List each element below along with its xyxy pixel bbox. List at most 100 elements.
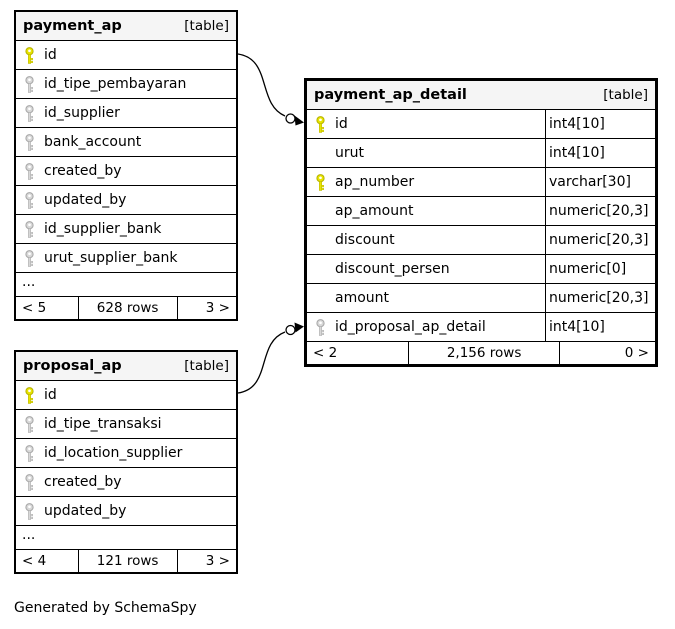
column-type: numeric[20,3] [545, 226, 655, 254]
foreign-key-icon [16, 415, 35, 433]
column-name: ap_number [335, 174, 415, 190]
column-list: id id_tipe_pembayaran id_supplier bank_acco… [16, 40, 236, 272]
footer-row-count: 628 rows [77, 297, 177, 319]
foreign-key-icon [16, 104, 35, 122]
column-name-cell: id [307, 110, 545, 138]
column-name: urut [335, 145, 364, 161]
column-row-id_location_supplier: id_location_supplier [16, 438, 236, 467]
footer-left-count: < 5 [22, 300, 47, 316]
table-type-tag: [table] [603, 87, 648, 103]
arrowhead-icon [294, 115, 304, 126]
foreign-key-icon [16, 191, 35, 209]
table-header-payment_ap[interactable]: payment_ap [table] [16, 12, 236, 40]
column-name: id_tipe_pembayaran [44, 76, 187, 92]
column-name-cell: discount [307, 226, 545, 254]
column-name: id_supplier [44, 105, 120, 121]
foreign-key-icon [16, 444, 35, 462]
key-glyph [25, 249, 34, 267]
column-name: id [44, 387, 57, 403]
generator-caption: Generated by SchemaSpy [14, 600, 197, 616]
primary-key-icon [307, 115, 326, 133]
column-row-bank_account: bank_account [16, 127, 236, 156]
table-name: payment_ap [23, 18, 122, 34]
column-row-urut: urut int4[10] [307, 138, 655, 167]
column-row-created_by: created_by [16, 156, 236, 185]
key-glyph [25, 104, 34, 122]
column-name-cell: id [16, 41, 236, 69]
foreign-key-icon [16, 220, 35, 238]
column-name-cell: bank_account [16, 128, 236, 156]
key-glyph [25, 473, 34, 491]
ellipsis-row: ... [16, 272, 236, 296]
key-glyph [25, 415, 34, 433]
foreign-key-icon [307, 318, 326, 336]
column-name-cell: created_by [16, 468, 236, 496]
footer-left-count: < 4 [22, 553, 47, 569]
column-name-cell: id_location_supplier [16, 439, 236, 467]
table-footer: < 5 628 rows 3 > [16, 296, 236, 319]
foreign-key-icon [16, 162, 35, 180]
footer-right-count: 3 > [176, 297, 236, 319]
footer-row-count: 2,156 rows [407, 342, 559, 364]
column-name-cell: id_supplier [16, 99, 236, 127]
column-row-id_tipe_transaksi: id_tipe_transaksi [16, 409, 236, 438]
column-name: id_supplier_bank [44, 221, 162, 237]
column-name: id [44, 47, 57, 63]
key-glyph [25, 191, 34, 209]
relationship-proposal_ap-to-payment_ap_detail [237, 322, 304, 394]
relationship-curve [237, 53, 286, 117]
table-header-proposal_ap[interactable]: proposal_ap [table] [16, 352, 236, 380]
ellipsis-row: ... [16, 525, 236, 549]
table-type-tag: [table] [184, 358, 229, 374]
foreign-key-icon [16, 133, 35, 151]
column-row-id: id [16, 380, 236, 409]
column-name: id_location_supplier [44, 445, 183, 461]
arrowhead-icon [294, 322, 304, 333]
column-name: ap_amount [335, 203, 414, 219]
column-row-id_supplier_bank: id_supplier_bank [16, 214, 236, 243]
table-name: proposal_ap [23, 358, 122, 374]
column-name-cell: updated_by [16, 186, 236, 214]
column-name: id_tipe_transaksi [44, 416, 162, 432]
column-name: urut_supplier_bank [44, 250, 178, 266]
column-name-cell: urut [307, 139, 545, 167]
column-name: id [335, 116, 348, 132]
column-name: bank_account [44, 134, 142, 150]
footer-row-count: 121 rows [77, 550, 177, 572]
table-name: payment_ap_detail [314, 87, 467, 103]
table-type-tag: [table] [184, 18, 229, 34]
footer-left-count: < 2 [313, 345, 338, 361]
column-name-cell: discount_persen [307, 255, 545, 283]
column-row-id_supplier: id_supplier [16, 98, 236, 127]
column-row-created_by: created_by [16, 467, 236, 496]
column-row-urut_supplier_bank: urut_supplier_bank [16, 243, 236, 272]
column-name: created_by [44, 163, 122, 179]
relationship-payment_ap-to-payment_ap_detail [237, 53, 304, 126]
column-name: amount [335, 290, 390, 306]
table-header-payment_ap_detail[interactable]: payment_ap_detail [table] [307, 81, 655, 109]
column-name-cell: urut_supplier_bank [16, 244, 236, 272]
column-name: updated_by [44, 503, 127, 519]
column-name-cell: id_tipe_pembayaran [16, 70, 236, 98]
key-glyph [25, 162, 34, 180]
key-glyph [316, 115, 325, 133]
column-type: int4[10] [545, 139, 655, 167]
column-name-cell: id_supplier_bank [16, 215, 236, 243]
table-footer: < 2 2,156 rows 0 > [307, 341, 655, 364]
key-glyph [25, 75, 34, 93]
key-glyph [316, 173, 325, 191]
column-name: discount_persen [335, 261, 450, 277]
cardinality-circle-icon [285, 113, 296, 124]
footer-right-count: 0 > [559, 342, 655, 364]
column-name-cell: id_tipe_transaksi [16, 410, 236, 438]
